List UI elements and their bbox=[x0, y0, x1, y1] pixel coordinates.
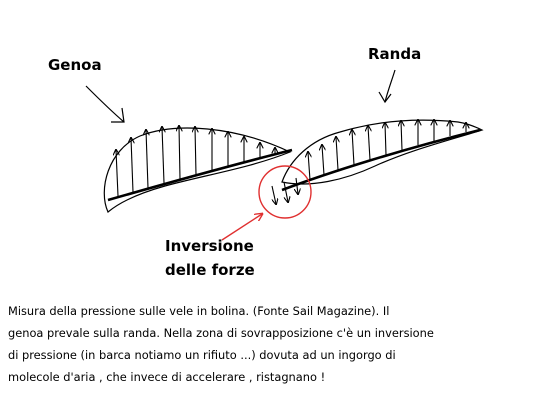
genoa-pressure-arrows bbox=[116, 126, 275, 197]
randa-pressure-arrows bbox=[308, 120, 466, 181]
randa-label: Randa bbox=[368, 45, 422, 63]
genoa-pointer-arrow bbox=[85, 85, 125, 123]
randa-chord bbox=[281, 128, 481, 192]
randa-pointer-arrow bbox=[378, 69, 396, 104]
caption-line-3: di pressione (in barca notiamo un rifiut… bbox=[8, 348, 396, 362]
genoa-chord bbox=[107, 148, 293, 202]
inverted-force-arrows bbox=[271, 177, 298, 204]
inversion-pointer-arrow bbox=[221, 214, 262, 241]
caption-line-4: molecole d'aria , che invece di accelera… bbox=[8, 370, 326, 384]
randa-sail-outline bbox=[281, 119, 484, 185]
sail-pressure-diagram bbox=[85, 69, 484, 241]
caption-line-1: Misura della pressione sulle vele in bol… bbox=[8, 304, 390, 318]
genoa-label: Genoa bbox=[48, 56, 102, 74]
caption: Misura della pressione sulle vele in bol… bbox=[8, 300, 548, 388]
inversion-label-line2: delle forze bbox=[165, 261, 255, 279]
caption-line-2: genoa prevale sulla randa. Nella zona di… bbox=[8, 326, 434, 340]
overlap-highlight-circle bbox=[258, 165, 312, 219]
inversion-label-line1: Inversione bbox=[165, 237, 254, 255]
